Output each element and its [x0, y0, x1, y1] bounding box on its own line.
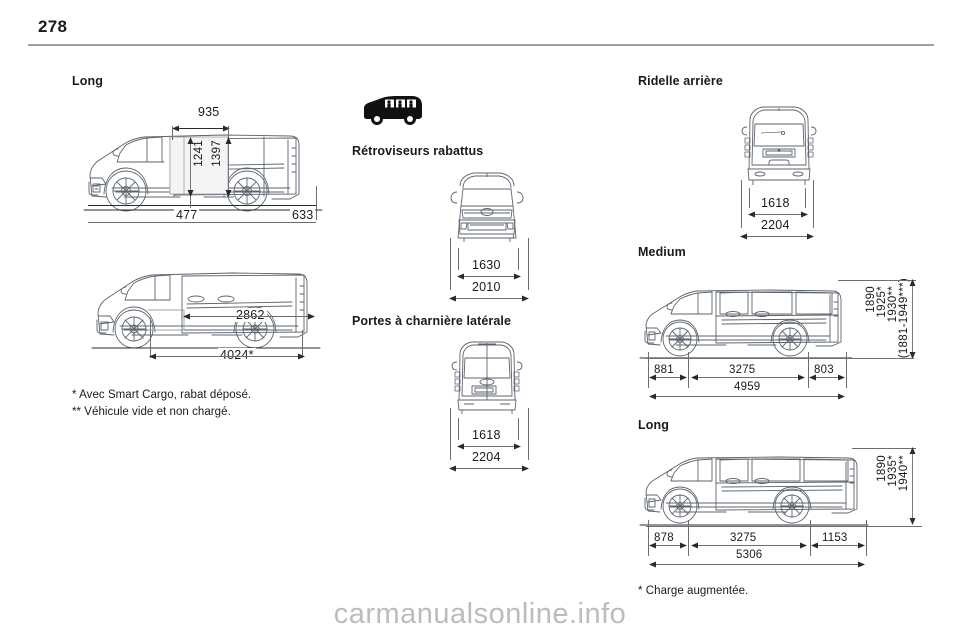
ext-line-2010-right [528, 238, 529, 290]
dim-arrows-3275-long [690, 541, 808, 550]
section-title-tailgate: Ridelle arrière [638, 74, 723, 88]
dim-label-4959: 4959 [732, 381, 763, 393]
dim-label-477: 477 [174, 208, 200, 222]
dim-label-1153: 1153 [820, 532, 850, 544]
medium-van-side-view [639, 278, 855, 370]
dim-label-2204-mid: 2204 [470, 450, 503, 464]
dim-baseline-left-fig1 [88, 205, 316, 206]
dim-label-2862: 2862 [234, 308, 267, 322]
ext-line-2204-right-right [813, 180, 814, 228]
dim-label-1630: 1630 [470, 258, 503, 272]
footnote-left-1: * Avec Smart Cargo, rabat déposé. [72, 389, 252, 401]
ext-881-left [648, 352, 649, 388]
ext-878-left [648, 520, 649, 556]
dim-label-1397: 1397 [211, 140, 223, 167]
dim-arrows-3275-medium [690, 373, 806, 382]
rear-view-side-hinged-doors [444, 338, 530, 424]
dim-arrows-2862 [182, 312, 316, 321]
ext-line-2204-mid-left [450, 408, 451, 460]
dim-arrows-2204-right [739, 232, 815, 241]
footnote-right: * Charge augmentée. [638, 585, 749, 597]
long-van-side-cargo-opening [83, 104, 324, 229]
dim-arrows-1618-mid [456, 442, 522, 451]
dim-label-1618-mid: 1618 [470, 428, 503, 442]
dim-arrows-1618-right [747, 210, 809, 219]
dim-label-881: 881 [652, 364, 676, 376]
ext-line-633 [316, 186, 317, 220]
ext-1153-left [810, 520, 811, 556]
dim-arrows-881 [648, 373, 688, 382]
dim-label-5306: 5306 [734, 549, 765, 561]
dim-arrows-1153 [810, 541, 866, 550]
front-view-mirrors-folded [444, 168, 530, 254]
dim-arrows-2010 [448, 294, 530, 303]
rear-view-tailgate [733, 103, 825, 195]
ext-881-right [688, 352, 689, 388]
dim-arrows-4959 [648, 392, 846, 401]
ext-803-left [808, 352, 809, 388]
dim-arrows-4024 [146, 352, 308, 361]
dim-arrows-935 [168, 124, 234, 133]
dim-line-935 [172, 128, 228, 129]
dim-label-4024: 4024* [218, 348, 256, 362]
dim-label-878: 878 [652, 532, 676, 544]
ext-line-1618-mid-right [518, 418, 519, 440]
dim-label-3275-medium: 3275 [727, 364, 758, 376]
dim-label-3275-long: 3275 [728, 532, 759, 544]
dim-arrows-1241 [186, 136, 195, 198]
dim-arrows-1397 [224, 136, 233, 198]
section-title-mirrors: Rétroviseurs rabattus [352, 144, 484, 158]
footnote-left-2: ** Véhicule vide et non chargé. [72, 406, 231, 418]
section-title-medium: Medium [638, 245, 686, 259]
section-title-long-left: Long [72, 74, 103, 88]
ext-line-935-left [172, 126, 173, 140]
ext-4959-right [846, 352, 847, 388]
section-title-long-right: Long [638, 418, 669, 432]
ext-line-4024-left [150, 318, 151, 358]
dim-arrows-2204-mid [448, 464, 530, 473]
ext-line-4024-right [302, 330, 303, 358]
ext-5306-right [866, 520, 867, 556]
long-van-side-view [639, 445, 870, 537]
dim-underline-left-fig1 [88, 222, 316, 223]
ext-line-2204-right-left [741, 180, 742, 228]
dim-label-633: 633 [290, 208, 316, 222]
dim-arrows-1630 [456, 272, 522, 281]
watermark: carmanualsonline.info [333, 598, 627, 630]
dim-label-2204-right: 2204 [759, 218, 792, 232]
header-divider [28, 44, 934, 46]
dim-arrows-height-medium [908, 278, 917, 360]
ext-top-long [852, 448, 916, 449]
dim-label-935: 935 [196, 105, 222, 119]
ground-ext-long [646, 526, 922, 527]
ext-878-right [688, 520, 689, 556]
dim-label-803: 803 [812, 364, 836, 376]
ext-line-1618-mid-left [458, 418, 459, 440]
dim-label-1241: 1241 [193, 140, 205, 167]
ext-top-medium [838, 280, 916, 281]
dim-arrows-803 [808, 373, 846, 382]
long-van-side-load-length [91, 258, 322, 363]
ext-line-1618-right-right [805, 188, 806, 208]
ext-line-1618-right-left [749, 188, 750, 208]
ext-line-935-right [228, 126, 229, 140]
dim-arrows-5306 [648, 560, 866, 569]
ext-line-1630-right [518, 248, 519, 270]
ground-ext-medium [646, 358, 914, 359]
dim-label-1618-right: 1618 [759, 196, 792, 210]
passenger-van-icon [362, 94, 424, 126]
ext-line-2010-left [450, 238, 451, 290]
ext-line-1630-left [458, 248, 459, 270]
dim-arrows-878 [648, 541, 688, 550]
section-title-side-hinged: Portes à charnière latérale [352, 314, 512, 328]
page-number: 278 [38, 17, 68, 36]
dim-arrows-height-long [908, 446, 917, 526]
dim-label-2010: 2010 [470, 280, 503, 294]
ext-line-2204-mid-right [528, 408, 529, 460]
